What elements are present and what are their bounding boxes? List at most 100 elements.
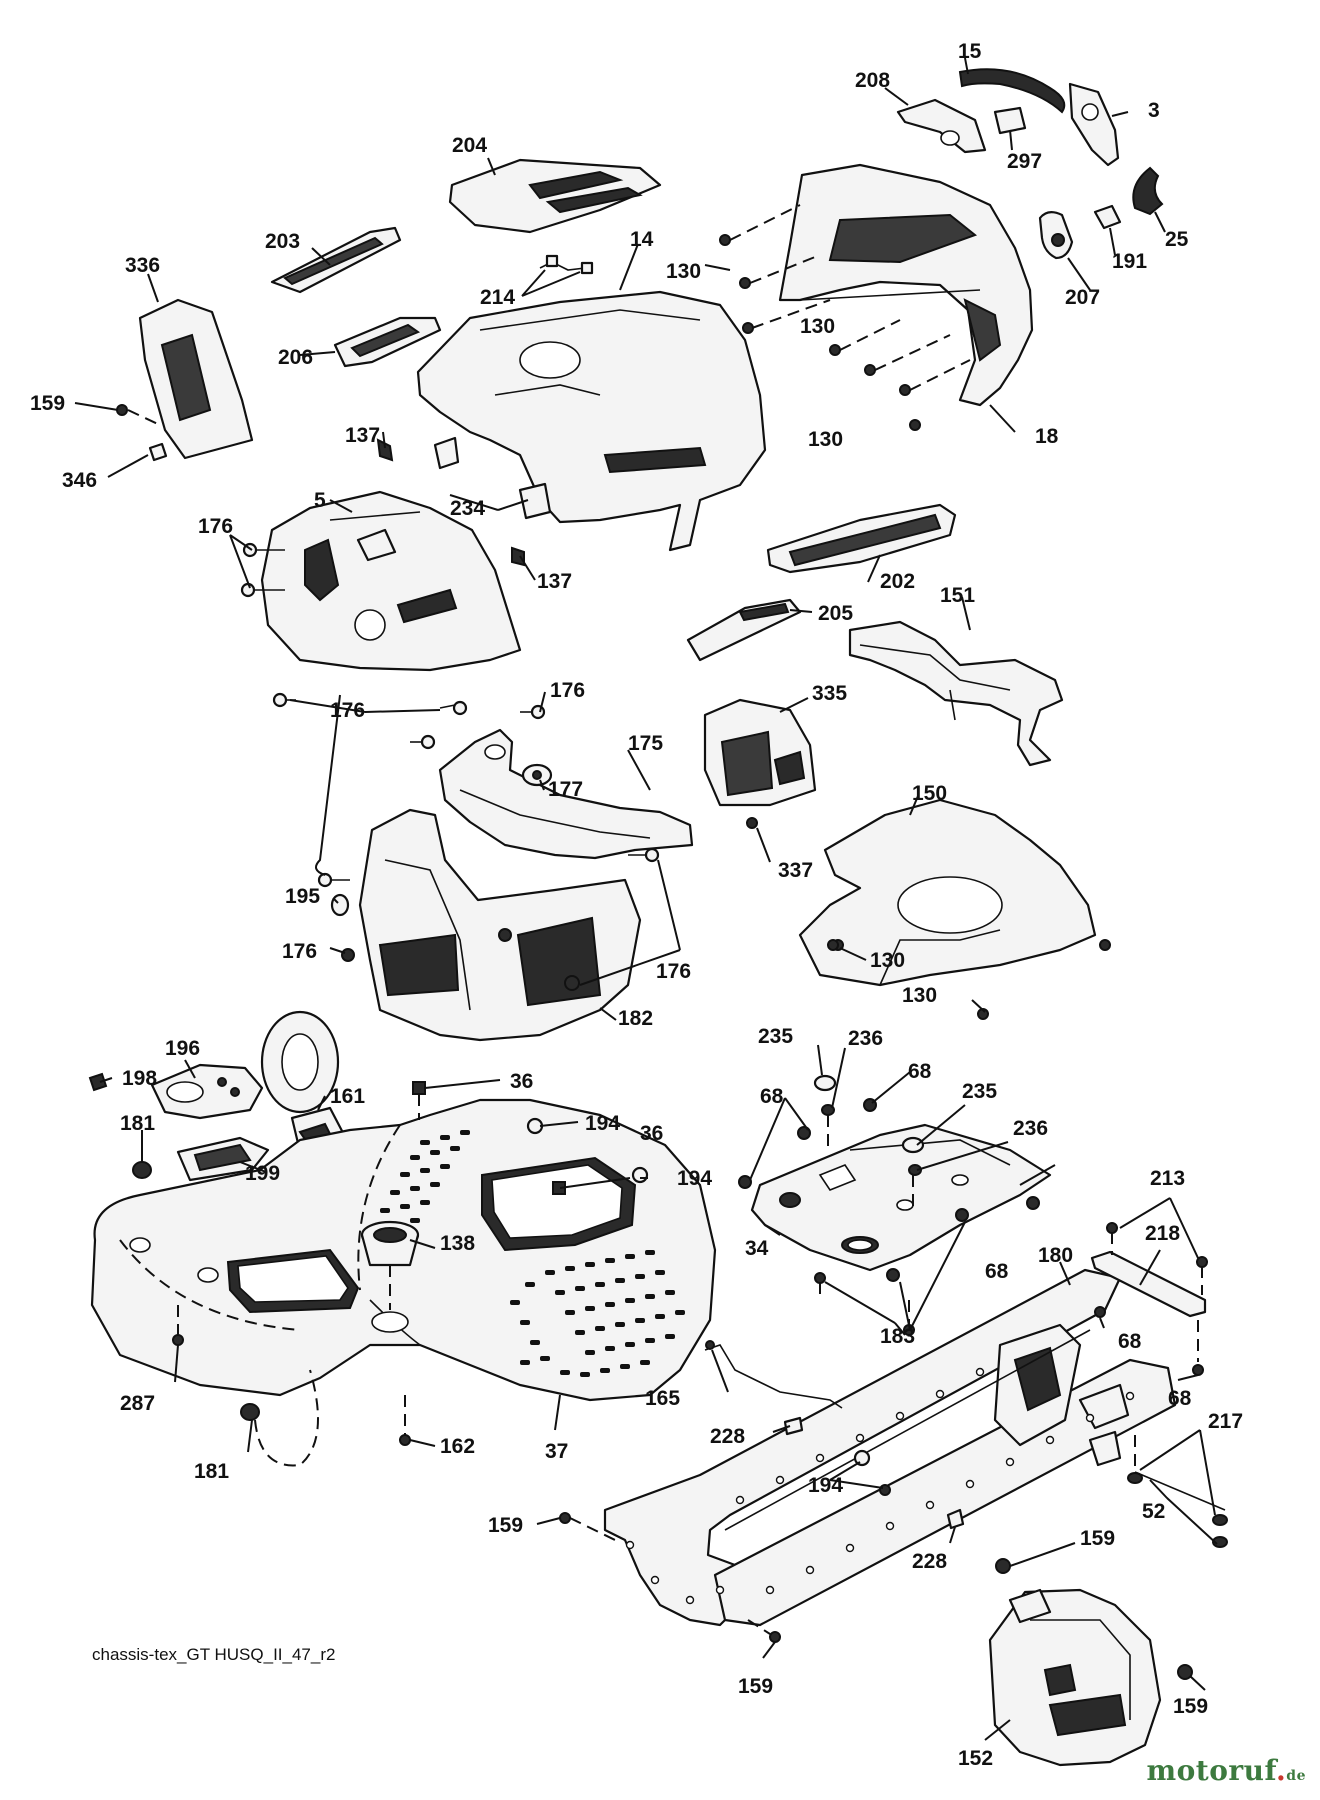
- callout-34: 34: [745, 1237, 769, 1260]
- part-36-194-fasteners: [412, 1081, 649, 1195]
- callout-183: 183: [880, 1325, 915, 1348]
- callout-218: 218: [1145, 1222, 1180, 1245]
- callout-25: 25: [1165, 228, 1189, 251]
- part-5-dash: [260, 490, 522, 672]
- leader-lines: [74, 57, 1218, 1741]
- watermark-name: motoruf: [1146, 1754, 1277, 1787]
- watermark-logo: motoruf.de: [1146, 1754, 1306, 1787]
- callout-161: 161: [330, 1085, 365, 1108]
- callout-176e: 176: [656, 960, 691, 983]
- part-151-bracket: [848, 620, 1064, 767]
- callout-162: 162: [440, 1435, 475, 1458]
- callout-203: 203: [265, 230, 300, 253]
- callout-18: 18: [1035, 425, 1059, 448]
- part-165-rod: [704, 1340, 843, 1409]
- callout-235b: 235: [962, 1080, 997, 1103]
- callout-130d: 130: [870, 949, 905, 972]
- part-176-lower-pins: [317, 847, 660, 962]
- part-207-switch: [1038, 211, 1074, 260]
- callout-195: 195: [285, 885, 320, 908]
- callout-175: 175: [628, 732, 663, 755]
- callout-194b: 194: [677, 1167, 712, 1190]
- part-181-bushings: [132, 1161, 260, 1421]
- callout-36b: 36: [640, 1122, 663, 1145]
- part-214-wire: [539, 254, 594, 275]
- callout-130b: 130: [800, 315, 835, 338]
- callout-176a: 176: [198, 515, 233, 538]
- part-159-346-fasteners: [116, 404, 168, 462]
- part-235-236-spacers: [813, 1074, 925, 1210]
- callout-207: 207: [1065, 286, 1100, 309]
- part-176-pins: [240, 542, 546, 750]
- callout-206: 206: [278, 346, 313, 369]
- callout-214: 214: [480, 286, 515, 309]
- callout-52: 52: [1142, 1500, 1165, 1523]
- fender-vent-slots: [370, 1130, 685, 1377]
- part-336-side-panel: [138, 298, 254, 460]
- callout-159c: 159: [1080, 1527, 1115, 1550]
- callout-196: 196: [165, 1037, 200, 1060]
- part-14-hood: [416, 290, 767, 552]
- diagram-caption: chassis-tex_GT HUSQ_II_47_r2: [92, 1645, 336, 1664]
- callout-labels: 15 208 3 297 204 25 191 207 203 14 130 1…: [30, 40, 1243, 1770]
- callout-176b: 176: [550, 679, 585, 702]
- watermark-dot: .: [1276, 1754, 1287, 1787]
- callout-205: 205: [818, 602, 853, 625]
- callout-159d: 159: [738, 1675, 773, 1698]
- part-199-pad: [176, 1136, 270, 1182]
- callout-37: 37: [545, 1440, 568, 1463]
- part-196-cup: [150, 1063, 264, 1120]
- callout-181b: 181: [194, 1460, 229, 1483]
- callout-194c: 194: [808, 1474, 843, 1497]
- callout-198: 198: [122, 1067, 157, 1090]
- callout-177: 177: [548, 778, 583, 801]
- part-34-plate: [750, 1123, 1052, 1272]
- part-217-rod: [1127, 1435, 1228, 1548]
- callout-213: 213: [1150, 1167, 1185, 1190]
- callout-236b: 236: [1013, 1117, 1048, 1140]
- callout-68b: 68: [760, 1085, 784, 1108]
- callout-335: 335: [812, 682, 847, 705]
- part-208-bracket: [896, 98, 987, 154]
- callout-68e: 68: [1168, 1387, 1192, 1410]
- callout-68c: 68: [985, 1260, 1009, 1283]
- callout-137a: 137: [345, 424, 380, 447]
- callout-176d: 176: [282, 940, 317, 963]
- part-218-bar: [1090, 1222, 1208, 1376]
- part-130-bolts: [719, 204, 971, 431]
- callout-138: 138: [440, 1232, 475, 1255]
- callout-15: 15: [958, 40, 982, 63]
- callout-194a: 194: [585, 1112, 620, 1135]
- part-138-cup: [360, 1220, 420, 1333]
- part-203-grille-bar: [270, 226, 402, 294]
- callout-68d: 68: [1118, 1330, 1142, 1353]
- callout-287: 287: [120, 1392, 155, 1415]
- callout-14: 14: [630, 228, 654, 251]
- callout-182: 182: [618, 1007, 653, 1030]
- callout-234: 234: [450, 497, 485, 520]
- callout-202: 202: [880, 570, 915, 593]
- part-15-strap: [958, 68, 1066, 114]
- callout-297: 297: [1007, 150, 1042, 173]
- part-180-frame: [603, 1268, 1177, 1627]
- part-150-pan: [798, 798, 1111, 987]
- part-205-trim: [686, 598, 802, 662]
- callout-191: 191: [1112, 250, 1147, 273]
- callout-199: 199: [245, 1162, 280, 1185]
- callout-228b: 228: [912, 1550, 947, 1573]
- callout-130c: 130: [808, 428, 843, 451]
- part-18-front-bumper: [778, 163, 1034, 407]
- callout-68a: 68: [908, 1060, 932, 1083]
- callout-236a: 236: [848, 1027, 883, 1050]
- part-175-bracket: [438, 728, 694, 860]
- callout-181a: 181: [120, 1112, 155, 1135]
- callout-208: 208: [855, 69, 890, 92]
- callout-235a: 235: [758, 1025, 793, 1048]
- part-206-vent: [333, 316, 442, 368]
- part-68-bolts: [738, 1098, 1040, 1336]
- watermark-tld: de: [1286, 1768, 1306, 1784]
- part-137-clip: [376, 438, 525, 567]
- callout-159a: 159: [30, 392, 65, 415]
- callout-346: 346: [62, 469, 97, 492]
